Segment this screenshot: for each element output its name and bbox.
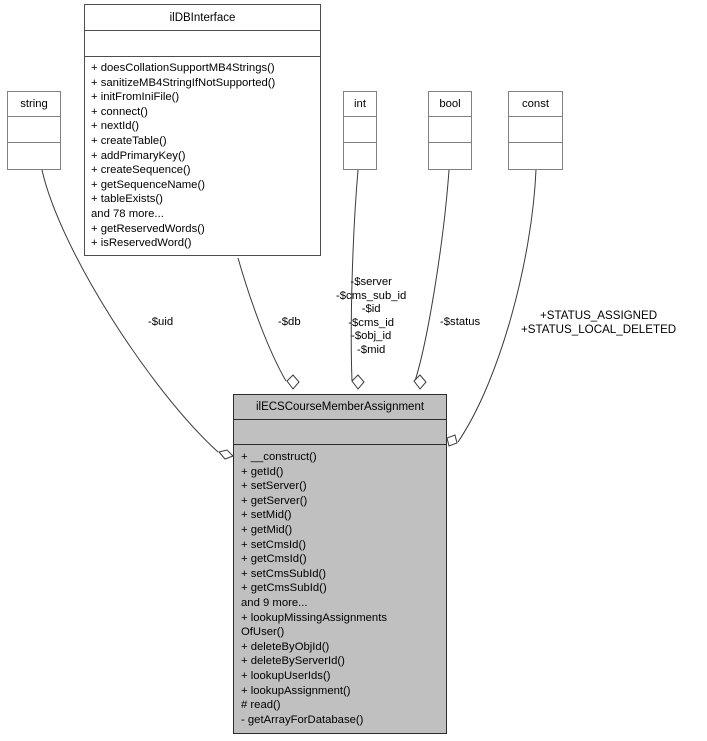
class-operations-ilecscoursememberassignment: + __construct()+ getId()+ setServer()+ g…	[234, 445, 446, 733]
operation-item: + initFromIniFile()	[91, 91, 180, 104]
operation-item: # read()	[241, 699, 281, 712]
class-box-ilecscoursememberassignment[interactable]: ilECSCourseMemberAssignment + __construc…	[233, 394, 447, 735]
operation-item: + getSequenceName()	[91, 178, 205, 191]
edge-label-uid: -$uid	[148, 316, 174, 328]
edge-const	[457, 169, 537, 443]
edge-label-db: -$db	[278, 316, 301, 328]
class-box-string[interactable]: string	[7, 91, 61, 170]
operation-item: + getId()	[241, 465, 284, 478]
operation-item: and 78 more...	[91, 207, 164, 220]
operation-item: + lookupUserIds()	[241, 669, 331, 682]
operation-item: + nextId()	[91, 120, 140, 133]
operation-item: + getServer()	[241, 494, 308, 507]
edge-status	[414, 169, 450, 382]
class-operations-bool	[429, 143, 471, 169]
operation-item: + getReservedWords()	[91, 222, 205, 235]
edge-label-int-attrs: -$server -$cms_sub_id -$id -$cms_id -$ob…	[336, 276, 407, 356]
class-operations-string	[8, 143, 60, 169]
operation-item: + setServer()	[241, 480, 307, 493]
aggregation-diamond-const	[446, 434, 458, 447]
operation-item: + deleteByObjId()	[241, 640, 330, 653]
class-title-ilecscoursememberassignment: ilECSCourseMemberAssignment	[234, 395, 446, 420]
operation-item: + deleteByServerId()	[241, 655, 345, 668]
operation-item: + getCmsSubId()	[241, 582, 327, 595]
class-title-const: const	[509, 92, 562, 117]
operation-item: + addPrimaryKey()	[91, 149, 186, 162]
aggregation-diamond-uid	[218, 449, 234, 460]
operation-item: and 9 more...	[241, 596, 308, 609]
operation-item: + createSequence()	[91, 164, 191, 177]
operation-item: - getArrayForDatabase()	[241, 713, 364, 726]
operation-item: + lookupAssignment()	[241, 684, 351, 697]
operation-item: + connect()	[91, 105, 148, 118]
aggregation-diamond-status	[413, 374, 427, 390]
operation-item: + getCmsId()	[241, 553, 307, 566]
aggregation-diamond-db	[286, 374, 300, 390]
class-box-int[interactable]: int	[343, 91, 377, 170]
edge-uid	[41, 169, 219, 453]
class-attributes-ilecscoursememberassignment	[234, 420, 446, 445]
class-box-ildbinterface[interactable]: ilDBInterface + doesCollationSupportMB4S…	[84, 4, 321, 256]
operation-item: OfUser()	[241, 626, 285, 639]
operation-item: + setCmsId()	[241, 538, 306, 551]
class-operations-ildbinterface: + doesCollationSupportMB4Strings() + sani…	[85, 57, 320, 255]
operation-item: + setMid()	[241, 509, 292, 522]
aggregation-diamond-int	[351, 374, 365, 390]
class-attributes-bool	[429, 117, 471, 143]
operation-item: + getMid()	[241, 523, 293, 536]
class-attributes-const	[509, 117, 562, 143]
operation-item: + lookupMissingAssignments	[241, 611, 387, 624]
operation-item: + doesCollationSupportMB4Strings()	[91, 62, 275, 74]
class-title-string: string	[8, 92, 60, 117]
class-operations-int	[344, 143, 376, 169]
edge-db	[237, 257, 287, 382]
operation-item: + sanitizeMB4StringIfNotSupported()	[91, 76, 276, 89]
class-attributes-ildbinterface	[85, 31, 320, 57]
edge-int-attrs	[350, 169, 359, 382]
operation-item: + setCmsSubId()	[241, 567, 327, 580]
edge-label-status: -$status	[440, 316, 481, 328]
operation-item: + createTable()	[91, 134, 167, 147]
class-title-bool: bool	[429, 92, 471, 117]
class-title-ildbinterface: ilDBInterface	[85, 5, 320, 31]
class-attributes-int	[344, 117, 376, 143]
class-box-bool[interactable]: bool	[428, 91, 472, 170]
class-attributes-string	[8, 117, 60, 143]
operation-item: + isReservedWord()	[91, 237, 192, 250]
class-box-const[interactable]: const	[508, 91, 563, 170]
edge-label-const: +STATUS_ASSIGNED +STATUS_LOCAL_DELETED	[521, 309, 677, 336]
operation-item: + __construct()	[241, 451, 317, 463]
operation-item: + tableExists()	[91, 193, 163, 206]
class-title-int: int	[344, 92, 376, 117]
class-operations-const	[509, 143, 562, 169]
